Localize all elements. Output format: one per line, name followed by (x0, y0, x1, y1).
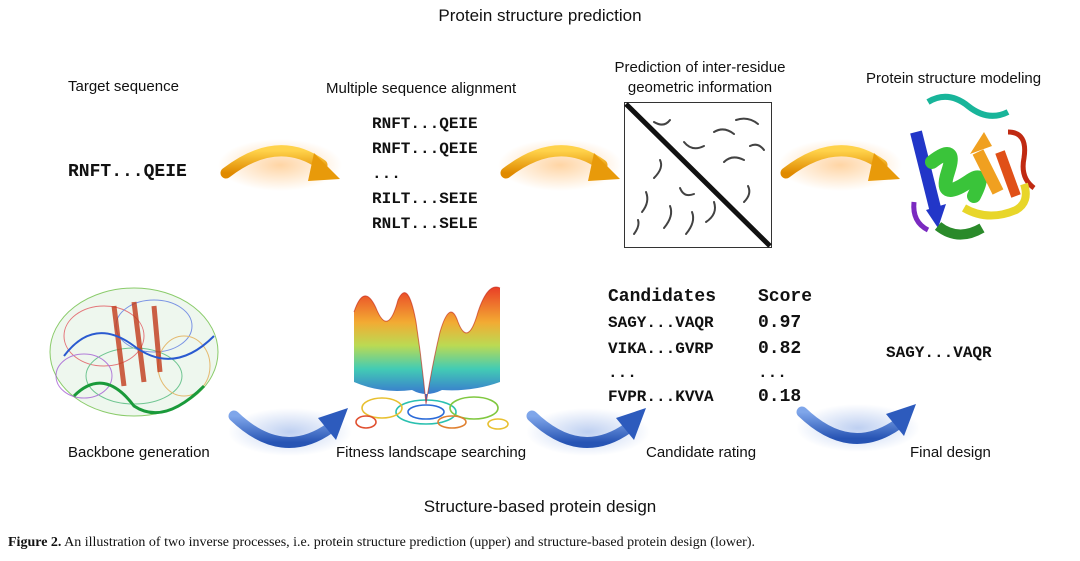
msa-seq-2: RNFT...QEIE (372, 140, 478, 158)
contact-map-image (624, 102, 772, 248)
protein-ribbon-image (910, 93, 1036, 240)
bottom-title: Structure-based protein design (423, 497, 657, 516)
orange-arrow-3 (778, 139, 902, 191)
table-row: SAGY...VAQR 0.97 (608, 310, 812, 336)
orange-arrow-2 (498, 139, 622, 191)
orange-arrow-1 (218, 139, 342, 191)
backbone-generation-label: Backbone generation (68, 444, 210, 461)
final-design-label: Final design (910, 444, 991, 461)
score-header: Score (758, 287, 813, 307)
candidate-seq: ... (608, 364, 637, 382)
fitness-landscape-image (353, 286, 509, 430)
msa-seq-1: RNFT...QEIE (372, 115, 478, 133)
table-header: Candidates Score (608, 284, 812, 310)
fitness-landscape-label: Fitness landscape searching (336, 444, 527, 461)
structure-modeling-label: Protein structure modeling (866, 70, 1042, 87)
backbone-mesh-image (49, 287, 219, 417)
final-design-sequence: SAGY...VAQR (886, 344, 992, 362)
candidate-seq: SAGY...VAQR (608, 314, 714, 332)
msa-seq-3: RILT...SEIE (372, 190, 478, 208)
table-row: FVPR...KVVA 0.18 (608, 384, 812, 410)
contact-map-label-line-2: geometric information (627, 79, 773, 96)
candidate-seq: FVPR...KVVA (608, 388, 714, 406)
msa-list: RNFT...QEIE RNFT...QEIE ... RILT...SEIE … (372, 112, 478, 237)
target-sequence-label: Target sequence (68, 78, 179, 95)
candidate-score: 0.82 (758, 339, 802, 359)
candidates-table: Candidates Score SAGY...VAQR 0.97 VIKA..… (608, 284, 812, 410)
candidate-score: 0.18 (758, 387, 802, 407)
msa-seq-ellipsis: ... (372, 165, 401, 183)
target-sequence: RNFT...QEIE (68, 162, 187, 182)
candidate-score: ... (758, 364, 787, 382)
contact-map-label: Prediction of inter-residue geometric in… (590, 58, 810, 98)
table-row: VIKA...GVRP 0.82 (608, 336, 812, 362)
contact-map-label-line-1: Prediction of inter-residue (614, 59, 786, 76)
figure-caption: Figure 2. An illustration of two inverse… (8, 535, 755, 551)
candidate-seq: VIKA...GVRP (608, 340, 714, 358)
caption-text: An illustration of two inverse processes… (61, 535, 755, 550)
msa-label: Multiple sequence alignment (326, 80, 517, 97)
candidate-score: 0.97 (758, 313, 802, 333)
candidate-rating-label: Candidate rating (646, 444, 757, 461)
blue-arrow-3 (796, 404, 920, 452)
msa-seq-4: RNLT...SELE (372, 215, 478, 233)
table-row: ... ... (608, 362, 812, 384)
blue-arrow-2 (526, 408, 650, 456)
figure-label: Figure 2. (8, 535, 62, 550)
top-title: Protein structure prediction (438, 6, 642, 25)
blue-arrow-1 (228, 408, 352, 456)
candidates-header: Candidates (608, 287, 717, 307)
